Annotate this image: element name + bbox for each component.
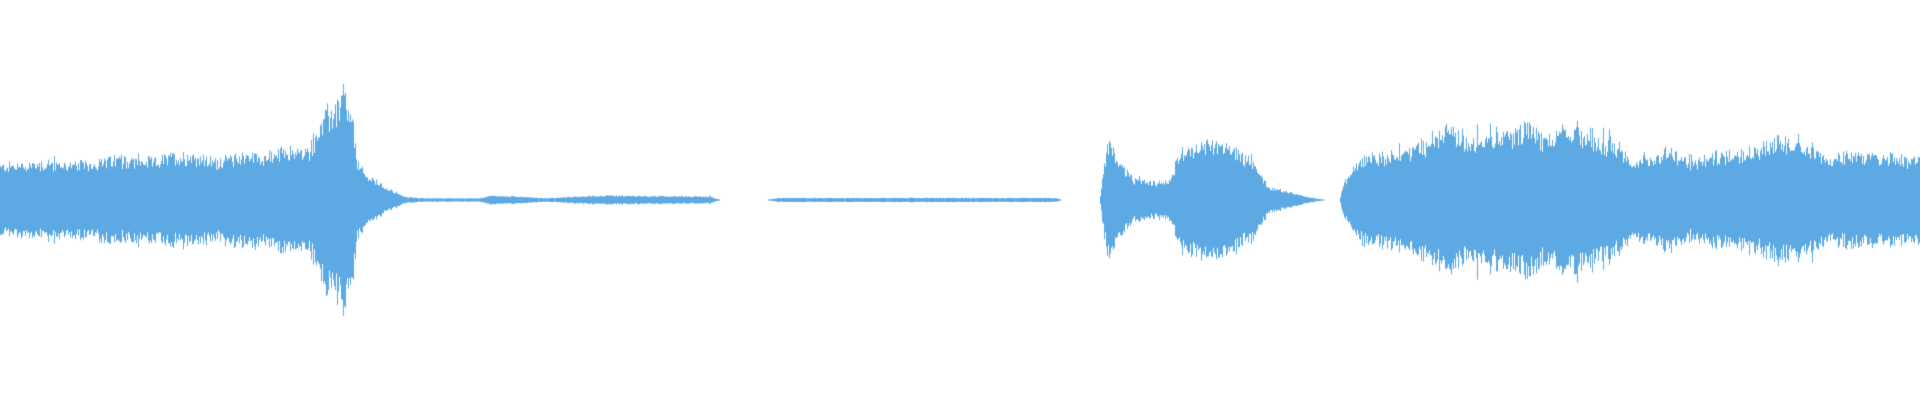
audio-waveform[interactable] <box>0 0 1920 400</box>
waveform-view[interactable] <box>0 0 1920 400</box>
